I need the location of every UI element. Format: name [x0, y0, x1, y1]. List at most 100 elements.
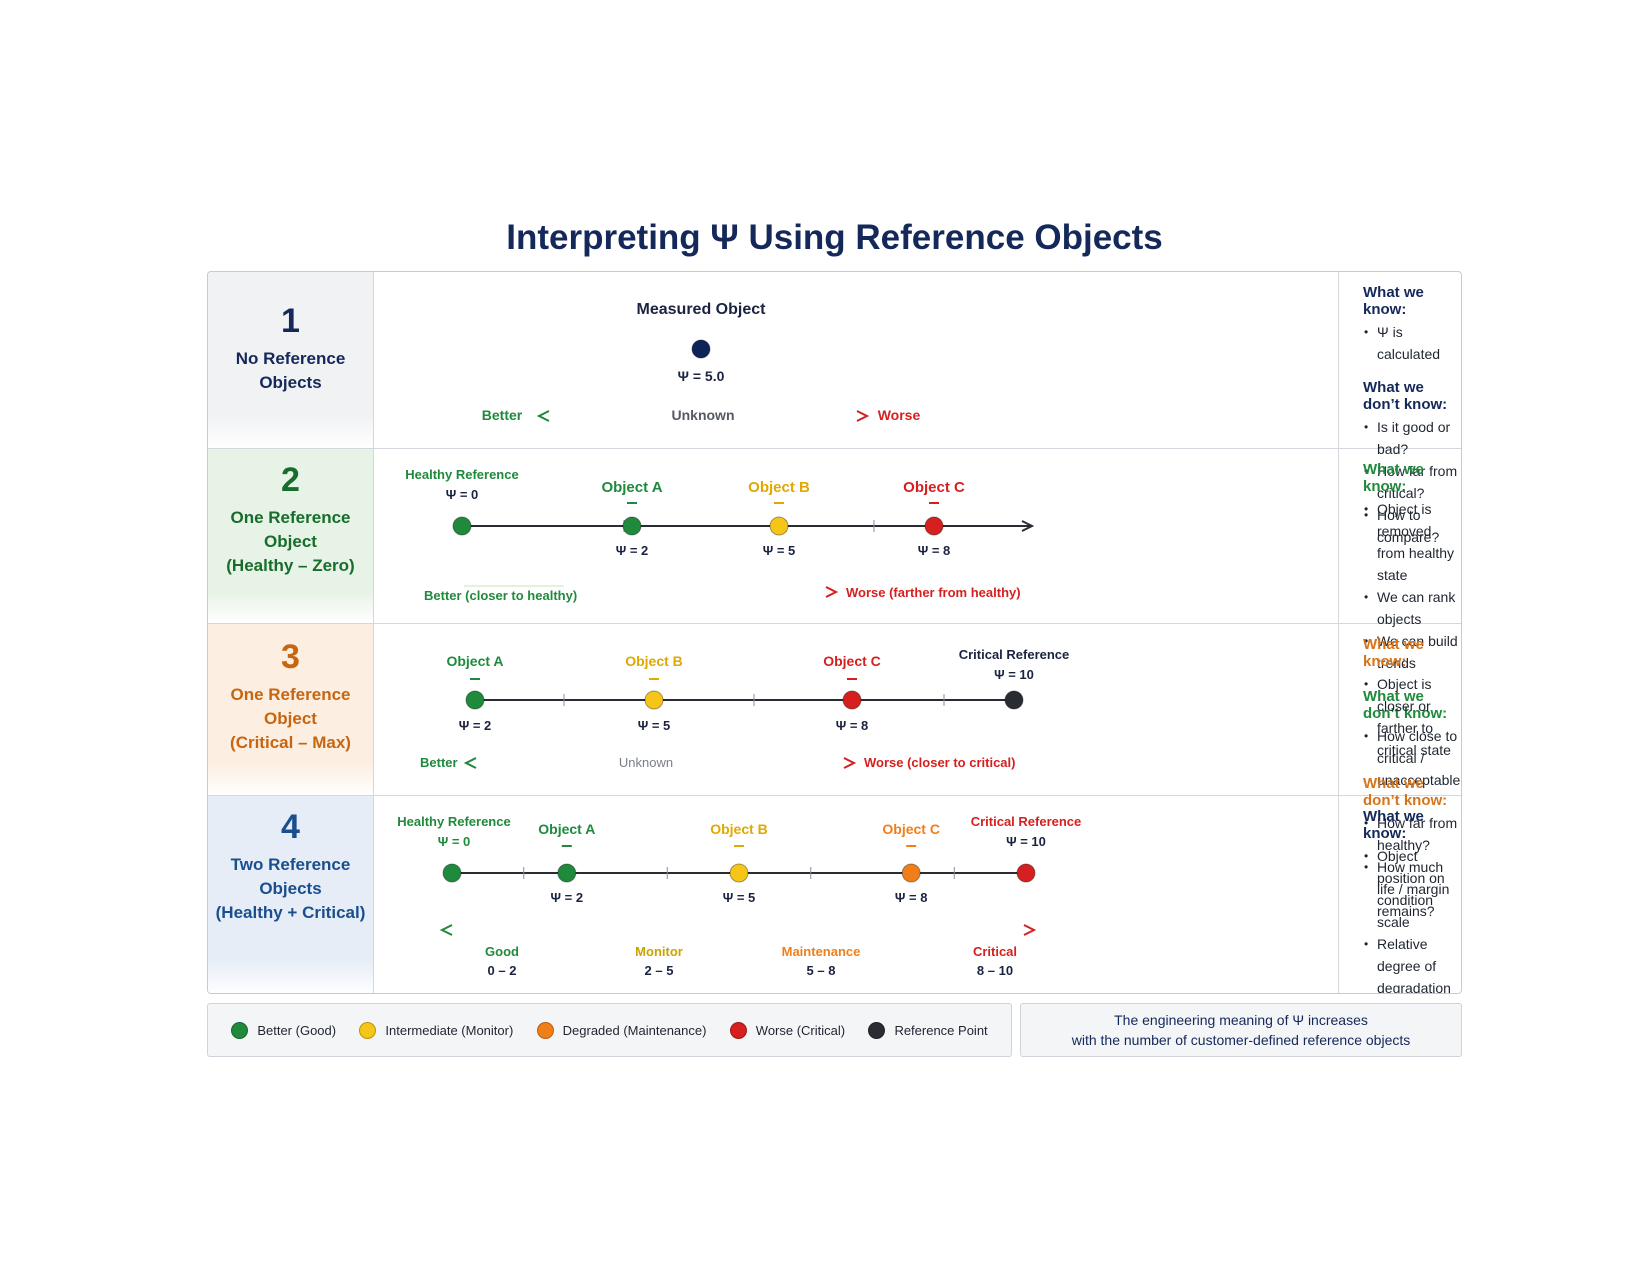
legend-dot-icon [231, 1021, 249, 1039]
object-value: Ψ = 5 [638, 718, 671, 733]
object-dot [729, 863, 749, 883]
healthy-reference-label: Healthy Reference [405, 467, 518, 482]
critical-reference-dot [1016, 863, 1036, 883]
measured-object-label: Measured Object [637, 301, 767, 318]
legend-item: Worse (Critical) [729, 1021, 845, 1039]
better-arrow-head [536, 410, 550, 422]
object-value: Ψ = 2 [459, 718, 492, 733]
engineering-note: The engineering meaning of Ψ increases w… [1020, 1003, 1462, 1057]
row-two-references: 4 Two Reference Objects (Healthy + Criti… [208, 796, 1461, 993]
object-value: Ψ = 2 [551, 890, 584, 905]
object-label: Object C [823, 653, 881, 669]
healthy-reference-label: Healthy Reference [397, 814, 510, 829]
reference-grid: 1 No Reference Objects Measured Object Ψ … [207, 271, 1462, 994]
healthy-reference-dot [442, 863, 462, 883]
knowledge-item: How far from critical? [1363, 460, 1461, 504]
zone-name: Good [485, 944, 519, 959]
knowledge-heading: What we don’t know: [1363, 775, 1448, 809]
row-4-knowledge: What we know:Object position on conditio… [1338, 796, 1461, 993]
better-label: Better (closer to healthy) [424, 588, 577, 603]
zone-range: 0 – 2 [488, 963, 517, 978]
note-line: with the number of customer-defined refe… [1071, 1032, 1411, 1048]
legend-label: Better (Good) [257, 1022, 337, 1038]
legend-item: Reference Point [868, 1021, 988, 1039]
row-3-number: 3 [281, 638, 300, 676]
scale-arrow-head [1021, 520, 1035, 532]
object-dot [622, 516, 642, 536]
row-2-label: 2 One Reference Object (Healthy – Zero) [208, 449, 374, 623]
row-3-name-line: (Critical – Max) [230, 733, 351, 752]
knowledge-list: Object position on condition scaleRelati… [1363, 845, 1461, 993]
page-title: Interpreting Ψ Using Reference Objects [506, 218, 1163, 257]
healthy-reference-value: Ψ = 0 [446, 487, 479, 502]
worse-label: Worse (farther from healthy) [846, 585, 1021, 600]
critical-reference-value: Ψ = 10 [1006, 834, 1046, 849]
knowledge-item: Object is removed from healthy state [1363, 498, 1461, 586]
row-3-name-line: One Reference [230, 685, 351, 704]
object-value: Ψ = 8 [836, 718, 869, 733]
row-critical-reference: 3 One Reference Object (Critical – Max) … [208, 624, 1461, 919]
row-1-name-line: No Reference [235, 349, 346, 368]
row-3-name-line: Object [264, 709, 317, 728]
row-2-name: One Reference Object (Healthy – Zero) [208, 506, 373, 578]
knowledge-item: Is it good or bad? [1363, 416, 1461, 460]
knowledge-heading: What we don’t know: [1363, 379, 1448, 413]
knowledge-list: Object is removed from healthy stateWe c… [1363, 498, 1461, 674]
object-dot [842, 690, 862, 710]
object-value: Ψ = 5 [723, 890, 756, 905]
knowledge-heading: What we know: [1363, 284, 1424, 318]
object-value: Ψ = 8 [918, 543, 951, 558]
object-dot [769, 516, 789, 536]
object-value: Ψ = 8 [895, 890, 928, 905]
worse-label: Worse [878, 407, 921, 423]
legend-item: Better (Good) [231, 1021, 337, 1039]
legend-label: Degraded (Maintenance) [562, 1022, 707, 1038]
row-3-name: One Reference Object (Critical – Max) [208, 683, 373, 755]
critical-reference-value: Ψ = 10 [994, 667, 1034, 682]
row-3-label: 3 One Reference Object (Critical – Max) [208, 624, 374, 795]
knowledge-item: Ψ is calculated [1363, 321, 1461, 365]
zone-name: Maintenance [782, 944, 861, 959]
zone-range: 2 – 5 [645, 963, 674, 978]
note-line: The engineering meaning of Ψ increases [1114, 1012, 1368, 1028]
row-2-name-line: (Healthy – Zero) [226, 556, 355, 575]
row-1-name-line: Objects [259, 373, 322, 392]
row-1-label: 1 No Reference Objects [208, 272, 374, 448]
measured-object-value: Ψ = 5.0 [678, 368, 725, 384]
critical-reference-dot [1004, 690, 1024, 710]
knowledge-item: Object is closer or farther to critical … [1363, 673, 1461, 761]
critical-reference-label: Critical Reference [971, 814, 1082, 829]
legend-item: Degraded (Maintenance) [536, 1021, 707, 1039]
legend-dot-icon [868, 1021, 886, 1039]
legend-label: Reference Point [894, 1022, 988, 1038]
legend-dot-icon [536, 1021, 554, 1039]
object-label: Object B [710, 821, 768, 837]
knowledge-item: Object position on condition scale [1363, 845, 1461, 933]
row-4-name-line: Two Reference [230, 855, 351, 874]
object-label: Object A [538, 821, 595, 837]
knowledge-item: Relative degree of degradation [1363, 933, 1461, 993]
row-4-name-line: Objects [259, 879, 322, 898]
object-dot [465, 690, 485, 710]
row-2-name-line: Object [264, 532, 317, 551]
row-1-number: 1 [281, 302, 300, 340]
row-4-name-line: (Healthy + Critical) [215, 903, 366, 922]
healthy-reference-dot [452, 516, 472, 536]
worse-label: Worse (closer to critical) [864, 755, 1015, 770]
knowledge-list: Ψ is calculated [1363, 321, 1461, 365]
critical-reference-label: Critical Reference [959, 647, 1070, 662]
object-label: Object B [748, 479, 810, 496]
row-2-name-line: One Reference [230, 508, 351, 527]
row-1-name: No Reference Objects [208, 347, 373, 395]
row-3-knowledge: What we know:Object is closer or farther… [1338, 624, 1461, 919]
row-4-label: 4 Two Reference Objects (Healthy + Criti… [208, 796, 374, 993]
measured-object-dot [691, 339, 711, 359]
knowledge-item: We can rank objects [1363, 586, 1461, 630]
zone-arrow-left-head [439, 924, 453, 936]
